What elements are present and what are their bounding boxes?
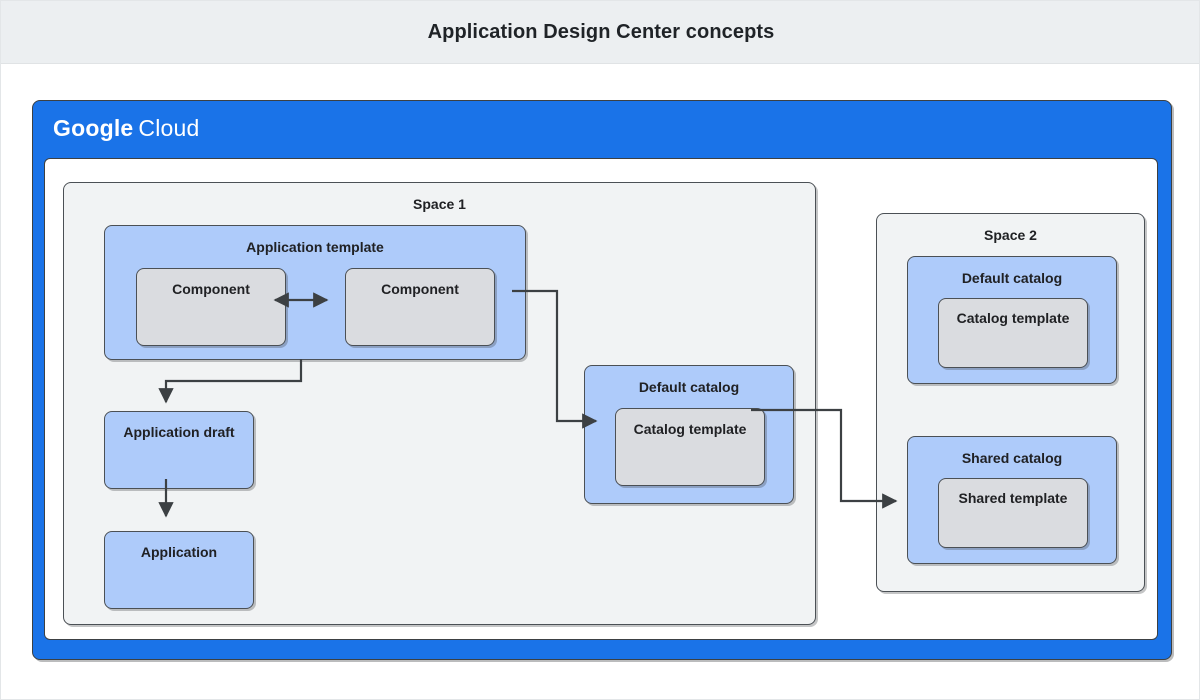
application-draft-label: Application draft xyxy=(123,424,235,440)
default-catalog-2-box: Default catalog Catalog template xyxy=(907,256,1117,384)
application-template-box: Application template Component Component xyxy=(104,225,526,360)
google-cloud-inner-panel: Space 1 Application template Component C… xyxy=(44,158,1158,640)
catalog-template-1-label: Catalog template xyxy=(633,421,747,437)
default-catalog-1-box: Default catalog Catalog template xyxy=(584,365,794,504)
catalog-template-2-box: Catalog template xyxy=(938,298,1088,368)
component-left-box: Component xyxy=(136,268,286,346)
default-catalog-2-label: Default catalog xyxy=(961,270,1063,286)
application-box: Application xyxy=(104,531,254,609)
application-template-label: Application template xyxy=(246,239,384,255)
shared-catalog-label: Shared catalog xyxy=(961,450,1063,466)
title-banner: Application Design Center concepts xyxy=(1,1,1199,64)
google-wordmark: Google xyxy=(53,115,134,141)
shared-catalog-box: Shared catalog Shared template xyxy=(907,436,1117,564)
component-right-box: Component xyxy=(345,268,495,346)
catalog-template-2-label: Catalog template xyxy=(956,310,1070,326)
catalog-template-1-box: Catalog template xyxy=(615,408,765,486)
space-1-label: Space 1 xyxy=(413,196,466,212)
component-left-label: Component xyxy=(172,281,250,297)
default-catalog-1-label: Default catalog xyxy=(638,379,740,395)
shared-template-label: Shared template xyxy=(958,490,1068,506)
component-right-label: Component xyxy=(381,281,459,297)
application-label: Application xyxy=(140,544,218,560)
shared-template-box: Shared template xyxy=(938,478,1088,548)
space-2-container: Space 2 Default catalog Catalog template… xyxy=(876,213,1145,592)
page-title: Application Design Center concepts xyxy=(427,20,775,43)
application-draft-box: Application draft xyxy=(104,411,254,489)
cloud-wordmark: Cloud xyxy=(138,115,200,141)
space-2-label: Space 2 xyxy=(984,227,1037,243)
space-1-container: Space 1 Application template Component C… xyxy=(63,182,816,625)
